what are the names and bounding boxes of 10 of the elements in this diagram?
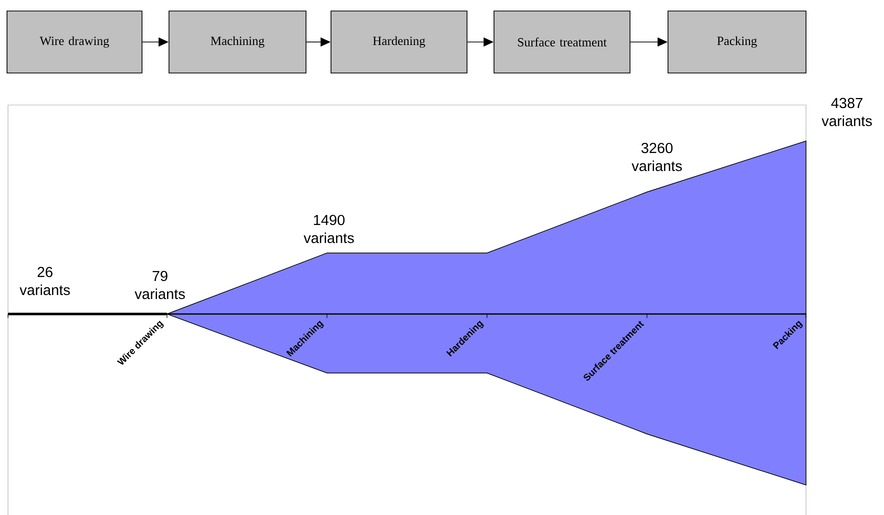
variant-count: 79 variants: [134, 270, 185, 300]
variant-count: 1490 variants: [304, 214, 354, 244]
process-box: Machining: [168, 10, 306, 74]
process-box: Surface treatment: [494, 10, 630, 74]
process-box: Hardening: [330, 10, 468, 74]
process-box: Wire drawing: [6, 10, 142, 74]
variant-count: 3260 variants: [632, 142, 682, 172]
variant-count: 4387 variants: [822, 98, 872, 126]
process-box: Packing: [668, 10, 806, 74]
variant-count: 26 variants: [20, 266, 70, 296]
